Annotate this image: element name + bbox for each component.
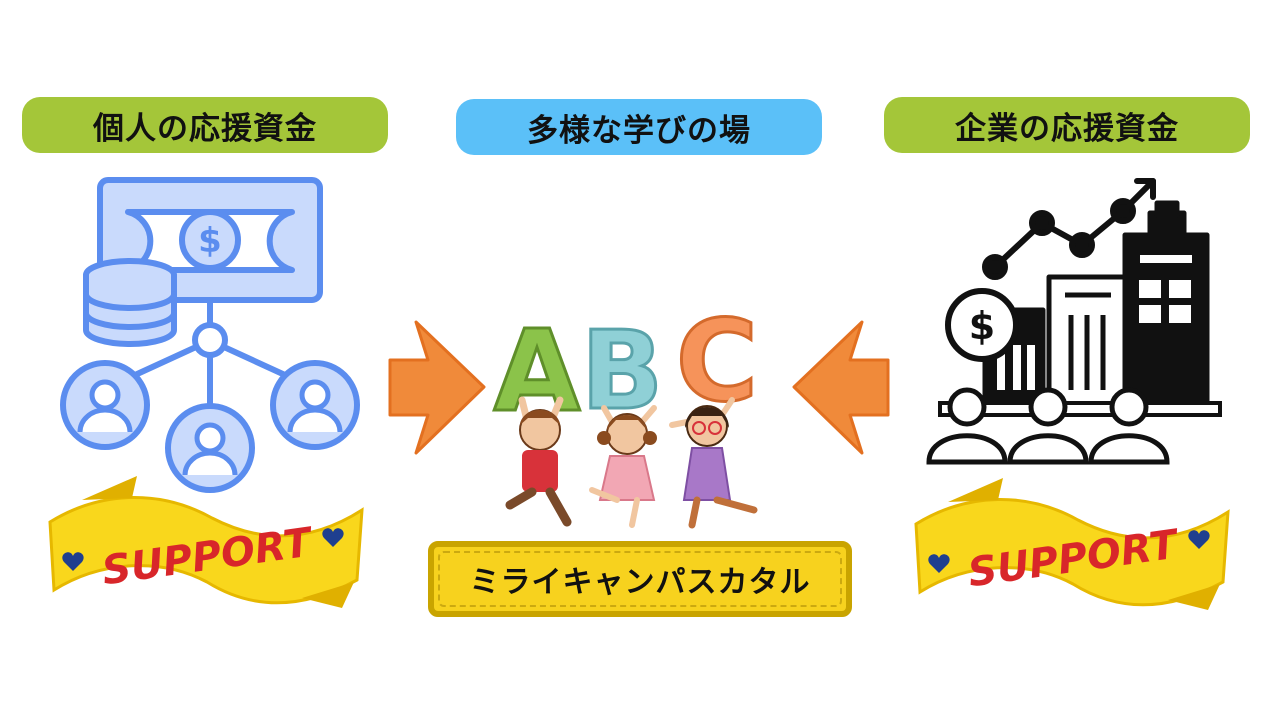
- corporate-funding-icon: $: [926, 178, 1222, 465]
- catalog-name-label: ミライキャンパスカタル: [428, 541, 852, 617]
- kid-red-shirt: [505, 396, 572, 527]
- heart-icon: [928, 554, 950, 573]
- arrow-right-icon: [388, 320, 486, 455]
- coin-dollar-sign: $: [969, 304, 995, 348]
- heart-icon: [1188, 530, 1210, 549]
- heart-icon: [322, 528, 344, 547]
- letter-c: C: [676, 300, 758, 427]
- corporate-funding-label: 企業の応援資金: [884, 97, 1250, 153]
- individual-funding-label: 個人の応援資金: [22, 97, 388, 153]
- support-ribbon-right: SUPPORT: [914, 478, 1230, 610]
- abc-kids-illustration: A B C: [492, 300, 760, 529]
- kid-pink-dress: [589, 405, 657, 528]
- dollar-sign: $: [198, 221, 222, 261]
- kid-purple-dress: [669, 397, 758, 529]
- individual-funding-icon: $: [60, 177, 360, 493]
- heart-icon: [62, 552, 84, 571]
- diverse-learning-label: 多様な学びの場: [456, 99, 822, 155]
- support-ribbon-left: SUPPORT: [48, 476, 364, 608]
- arrow-left-icon: [792, 320, 890, 455]
